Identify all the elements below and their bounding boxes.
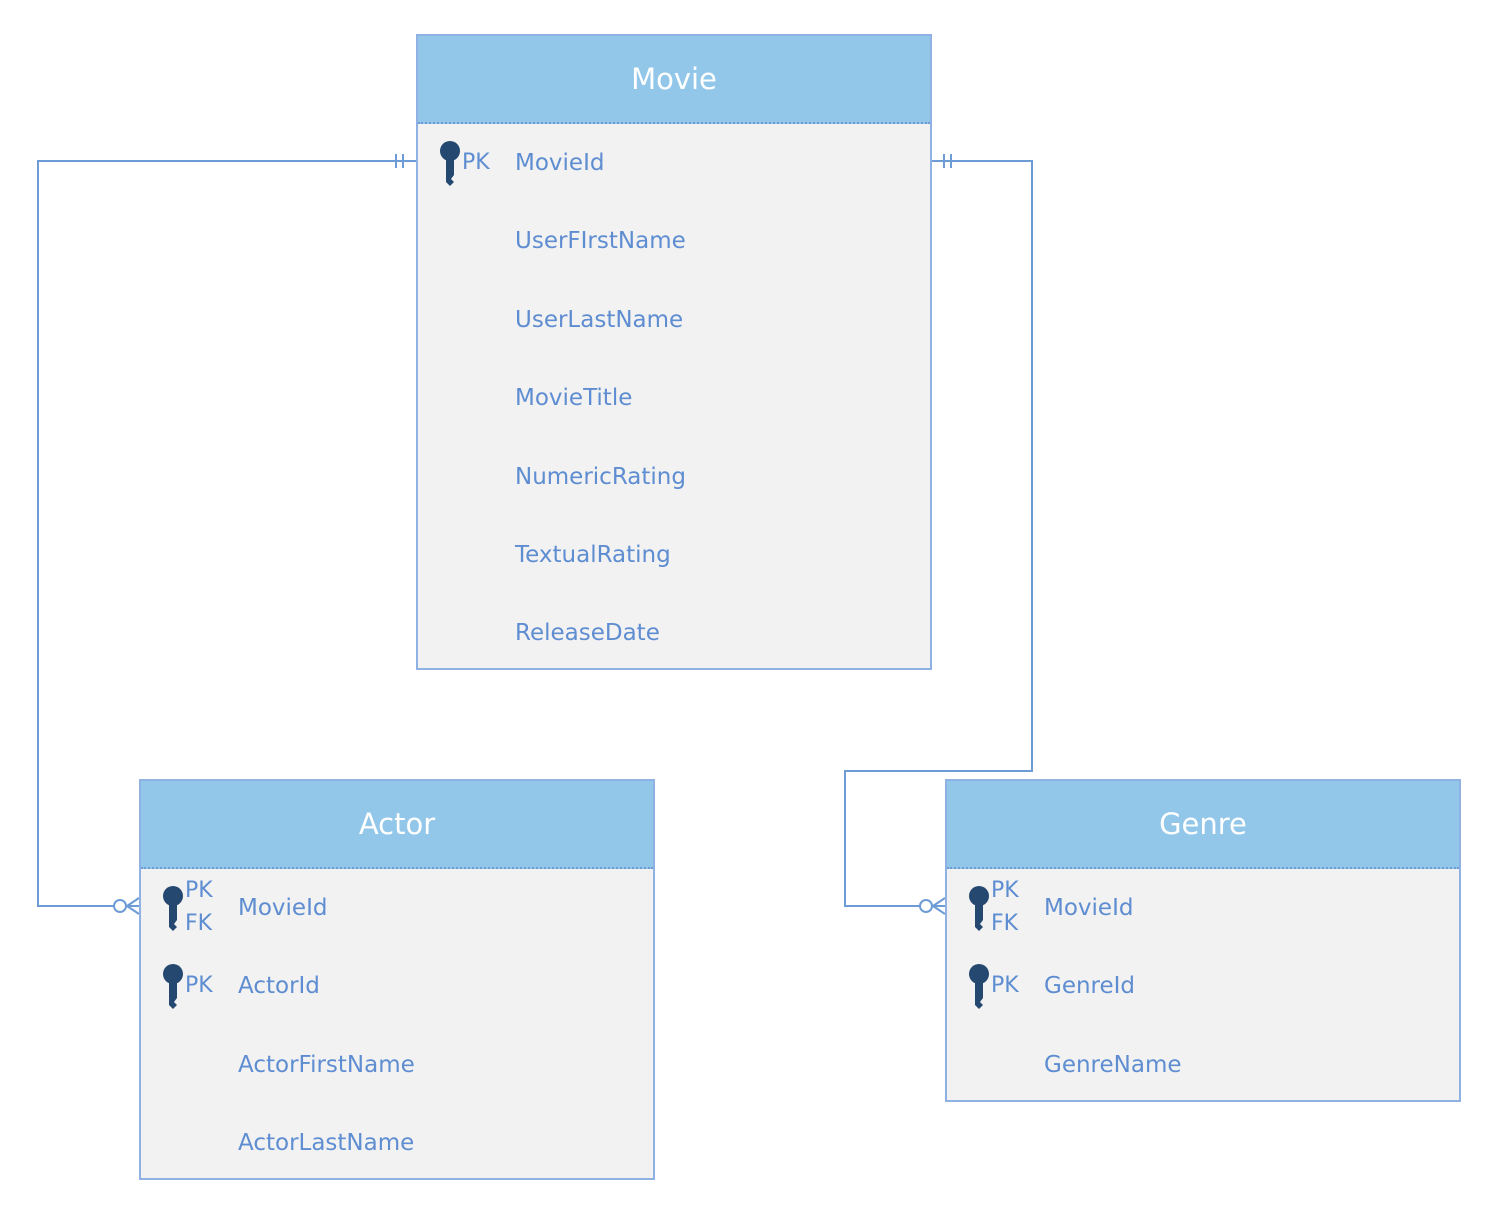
pk-label: PK	[462, 150, 490, 175]
fk-label: FK	[991, 911, 1019, 936]
actor-attr-actorlastname[interactable]: ActorLastName	[141, 1123, 653, 1163]
genre-entity[interactable]: Genre PK FK MovieId PK GenreId GenreName	[945, 779, 1461, 1102]
attr-name: UserLastName	[515, 307, 684, 333]
movie-attr-movietitle[interactable]: MovieTitle	[418, 378, 930, 418]
attr-name: MovieId	[238, 895, 328, 921]
actor-entity-title: Actor	[141, 781, 653, 869]
pk-label: PK	[991, 878, 1019, 903]
key-icon	[163, 964, 183, 1009]
movie-actor-zero-mark	[113, 899, 127, 913]
genre-entity-title: Genre	[947, 781, 1459, 869]
attr-name: MovieTitle	[515, 385, 633, 411]
pk-label: PK	[185, 973, 213, 998]
actor-attr-actorid[interactable]: PK ActorId	[141, 964, 653, 1009]
actor-entity[interactable]: Actor PK FK MovieId PK ActorId ActorFirs…	[139, 779, 655, 1180]
actor-attr-movieid[interactable]: PK FK MovieId	[141, 878, 653, 936]
pk-label: PK	[991, 973, 1019, 998]
key-icon	[440, 141, 460, 186]
movie-genre-zero-mark	[919, 899, 933, 913]
genre-attr-genreid[interactable]: PK GenreId	[947, 964, 1459, 1009]
movie-attr-textualrating[interactable]: TextualRating	[418, 535, 930, 575]
key-icon	[163, 886, 183, 931]
movie-genre-crowfoot-lower	[932, 905, 946, 915]
attr-name: UserFIrstName	[515, 228, 686, 254]
attr-name: ActorLastName	[238, 1130, 415, 1156]
movie-genre-connector	[844, 160, 1033, 907]
movie-actor-connector	[37, 160, 416, 907]
attr-name: MovieId	[515, 150, 605, 176]
movie-attr-numericrating[interactable]: NumericRating	[418, 457, 930, 497]
attr-name: GenreId	[1044, 973, 1136, 999]
attr-name: TextualRating	[515, 542, 671, 568]
movie-actor-crowfoot-lower	[126, 905, 140, 915]
genre-attr-movieid[interactable]: PK FK MovieId	[947, 878, 1459, 936]
movie-entity-title: Movie	[418, 36, 930, 124]
attr-name: ActorId	[238, 973, 320, 999]
key-icon	[969, 886, 989, 931]
actor-attr-actorfirstname[interactable]: ActorFirstName	[141, 1045, 653, 1085]
attr-name: GenreName	[1044, 1052, 1182, 1078]
fk-label: FK	[185, 911, 213, 936]
attr-name: ActorFirstName	[238, 1052, 415, 1078]
movie-attr-movieid[interactable]: PK MovieId	[418, 141, 930, 186]
attr-name: NumericRating	[515, 464, 686, 490]
key-icon	[969, 964, 989, 1009]
attr-name: ReleaseDate	[515, 620, 660, 646]
movie-attr-releasedate[interactable]: ReleaseDate	[418, 613, 930, 653]
movie-entity[interactable]: Movie PK MovieId UserFIrstName UserLastN…	[416, 34, 932, 670]
attr-name: MovieId	[1044, 895, 1134, 921]
genre-attr-genrename[interactable]: GenreName	[947, 1045, 1459, 1085]
movie-actor-crowfoot-upper	[126, 897, 140, 907]
pk-label: PK	[185, 878, 213, 903]
movie-attr-userlastname[interactable]: UserLastName	[418, 300, 930, 340]
movie-genre-crowfoot-upper	[932, 897, 946, 907]
movie-attr-userfirstname[interactable]: UserFIrstName	[418, 221, 930, 261]
